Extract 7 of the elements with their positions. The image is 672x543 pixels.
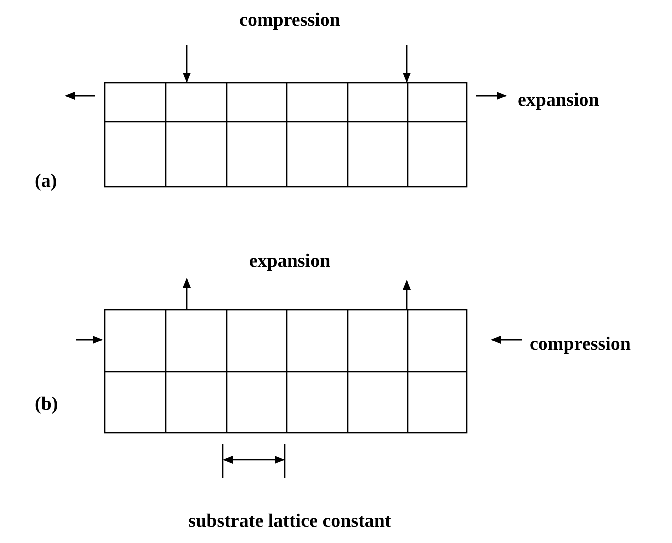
panel-label: (a) (35, 171, 58, 193)
force-label: expansion (518, 90, 600, 112)
force-label: expansion (249, 251, 331, 273)
force-label: compression (530, 334, 631, 356)
dimension-label: substrate lattice constant (188, 511, 392, 533)
force-label: compression (240, 10, 340, 32)
panel-label: (b) (35, 394, 58, 416)
